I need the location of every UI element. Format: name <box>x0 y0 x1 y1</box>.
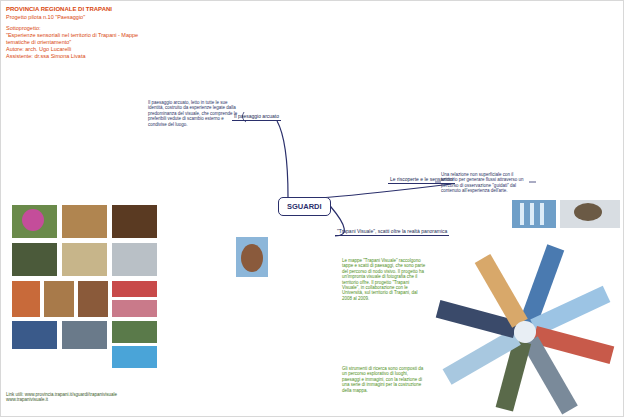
branch-topic: "Trapani Visuale", scatti oltre la realt… <box>335 228 449 236</box>
note-text: Il paesaggio arcuato, letto in tutte le … <box>148 100 242 127</box>
branch-topic: Le riscoperte e le sensazioni <box>388 176 455 184</box>
author: Assistente: dr.ssa Simona Livata <box>6 53 156 60</box>
branch-topic: Il paesaggio arcuato <box>232 113 281 121</box>
connector <box>277 121 288 197</box>
description-text: Gli strumenti di ricerca sono composti d… <box>342 366 426 393</box>
description-text: Le mappe "Trapani Visuale" raccolgono ta… <box>342 258 426 301</box>
photo-grid <box>12 205 157 368</box>
central-topic: SGUARDI <box>278 197 331 216</box>
subtitle: Sottoprogetto: <box>6 25 156 32</box>
subtitle: Progetto pilota n.10 "Paesaggio" <box>6 14 156 21</box>
link-text: Link utili: www.provincia.trapani.it/sgu… <box>6 392 156 403</box>
photo <box>236 237 268 277</box>
photo <box>560 200 620 228</box>
photo <box>512 200 556 228</box>
leader-line <box>529 182 536 183</box>
node-text: Il paesaggio arcuato <box>234 113 279 119</box>
node-text: SGUARDI <box>287 202 322 211</box>
node-text: "Trapani Visuale", scatti oltre la realt… <box>337 228 447 234</box>
author: Autore: arch. Ugo Lucarelli <box>6 46 156 53</box>
node-text: Le riscoperte e le sensazioni <box>390 176 453 182</box>
photo-mosaic <box>436 244 615 414</box>
title: PROVINCIA REGIONALE DI TRAPANI <box>6 6 156 13</box>
subtitle: "Esperienze sensoriali nel territorio di… <box>6 32 156 45</box>
